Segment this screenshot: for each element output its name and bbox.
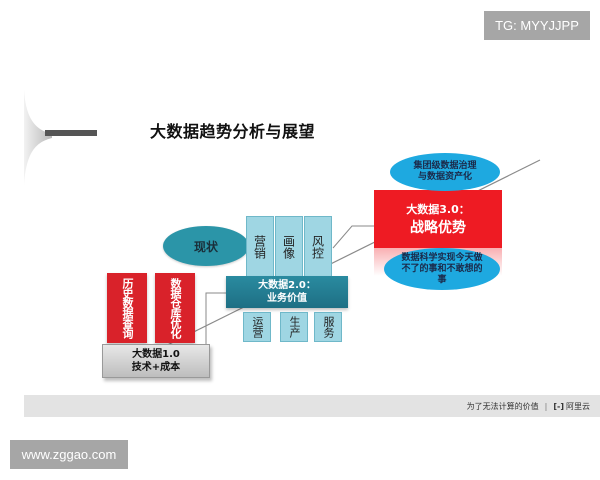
governance-oval: 集团级数据治理与数据资产化: [390, 153, 500, 191]
aliyun-logo-icon: [-]: [553, 401, 564, 411]
status-oval: 现状: [163, 226, 249, 266]
title-accent-bar: [45, 130, 97, 136]
box-operations: 运营: [243, 312, 271, 342]
box-service: 服务: [314, 312, 342, 342]
data-science-oval: 数据科学实现今天做不了的事和不敢想的事: [384, 248, 500, 290]
stage2-title: 大数据2.0：: [258, 280, 316, 291]
stage1-title: 大数据1.0: [132, 349, 180, 360]
stage3-subtitle: 战略优势: [410, 220, 466, 236]
box-profile: 画像: [275, 216, 303, 278]
box-marketing: 营销: [246, 216, 274, 278]
stage1-box: 大数据1.0 技术+成本: [102, 344, 210, 378]
stage3-title: 大数据3.0：: [406, 203, 470, 216]
trumpet-decoration-icon: [24, 90, 52, 186]
stage1-subtitle: 技术+成本: [131, 362, 181, 373]
footer-brand: 阿里云: [566, 401, 590, 411]
box-production: 生产: [280, 312, 308, 342]
pillar-data-warehouse: 数据仓库优化: [155, 273, 195, 343]
box-risk-control: 风控: [304, 216, 332, 278]
stage2-subtitle: 业务价值: [267, 293, 307, 304]
watermark-bottom-left: www.zggao.com: [10, 440, 128, 469]
stage3-box: 大数据3.0： 战略优势: [374, 190, 502, 248]
pillar-history-query: 历史数据查询: [107, 273, 147, 343]
footer-slogan: 为了无法计算的价值: [466, 401, 539, 411]
slide-title: 大数据趋势分析与展望: [150, 122, 316, 141]
watermark-top-right: TG: MYYJJPP: [484, 11, 590, 40]
footer-separator: |: [544, 401, 548, 411]
stage2-box: 大数据2.0： 业务价值: [226, 276, 348, 308]
slide-footer: 为了无法计算的价值 | [-] 阿里云: [24, 395, 600, 417]
